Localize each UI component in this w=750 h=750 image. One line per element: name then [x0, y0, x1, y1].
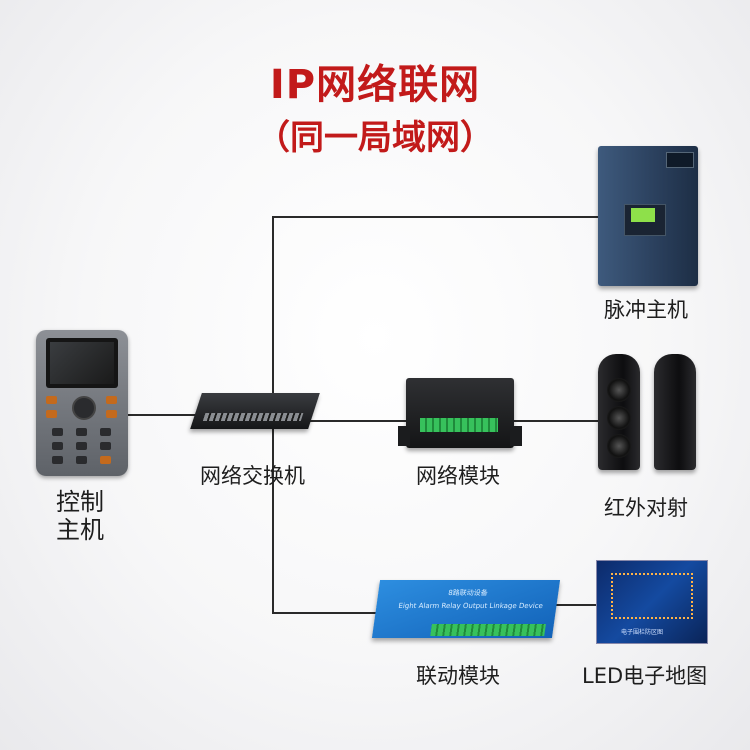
mount-ear: [510, 426, 522, 446]
linkage-module-label: 联动模块: [416, 660, 500, 690]
connector-network-module-to-infrared: [514, 420, 600, 422]
linkage-module-device: 8路联动设备 Eight Alarm Relay Output Linkage …: [372, 580, 560, 638]
keypad-key: [100, 456, 111, 464]
pulse-host-window: [666, 152, 694, 168]
lens-icon: [607, 378, 631, 402]
pulse-host-device: [598, 146, 698, 286]
infrared-receiver: [654, 354, 696, 470]
led-map-label: LED电子地图: [582, 660, 707, 690]
network-switch-device: [190, 393, 320, 429]
keypad-key: [100, 428, 111, 436]
keypad-key: [106, 410, 117, 418]
lens-icon: [607, 406, 631, 430]
lens-icon: [607, 434, 631, 458]
keypad-key: [76, 442, 87, 450]
control-host-device: [36, 330, 128, 476]
keypad-key: [52, 428, 63, 436]
switch-label: 网络交换机: [200, 460, 305, 490]
led-map-display: 电子围栏防区图: [596, 560, 708, 644]
mount-ear: [398, 426, 410, 446]
keypad-key: [76, 456, 87, 464]
keypad-key: [100, 442, 111, 450]
infrared-beam-label: 红外对射: [604, 492, 688, 522]
connector-to-linkage-module: [272, 612, 382, 614]
keypad-key: [76, 428, 87, 436]
control-host-label-line2: 主机: [56, 510, 104, 545]
pulse-host-label: 脉冲主机: [604, 294, 688, 324]
keypad-key: [46, 410, 57, 418]
led-map-caption: 电子围栏防区图: [621, 627, 663, 636]
terminal-block: [420, 418, 498, 432]
linkage-module-device-subtitle: Eight Alarm Relay Output Linkage Device: [398, 602, 544, 610]
switch-ports: [203, 413, 304, 421]
control-host-dpad: [72, 396, 96, 420]
pulse-host-lcd: [631, 208, 655, 222]
linkage-module-device-title: 8路联动设备: [448, 588, 489, 598]
terminal-block: [430, 624, 546, 636]
control-host-screen: [46, 338, 118, 388]
connector-linkage-to-led-map: [556, 604, 598, 606]
infrared-transmitter: [598, 354, 640, 470]
connector-to-pulse-host: [272, 216, 600, 218]
keypad-key: [46, 396, 57, 404]
keypad-key: [52, 456, 63, 464]
page-title: IP网络联网: [0, 52, 750, 110]
connector-switch-to-network-module: [308, 420, 408, 422]
network-module-device: [406, 378, 514, 448]
network-module-label: 网络模块: [416, 460, 500, 490]
map-zone-frame: [611, 573, 693, 619]
keypad-key: [106, 396, 117, 404]
keypad-key: [52, 442, 63, 450]
